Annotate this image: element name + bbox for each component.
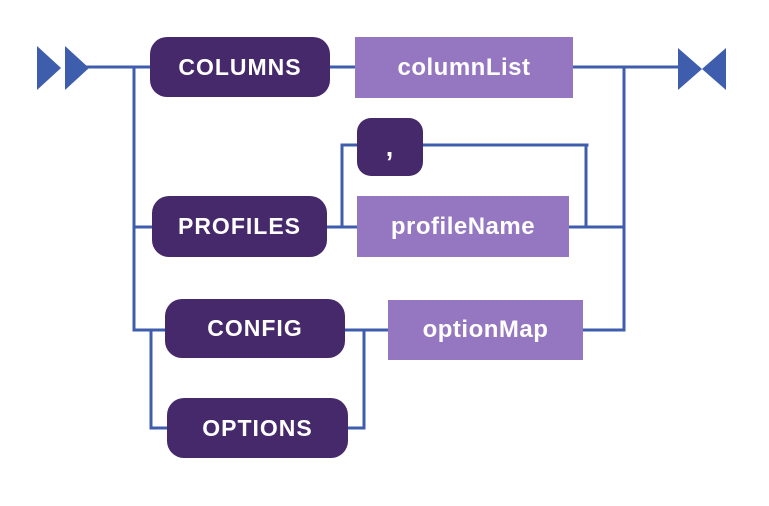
start-icon — [37, 46, 89, 90]
node-profilename-identifier: profileName — [357, 196, 569, 257]
node-columns-keyword: COLUMNS — [150, 37, 330, 97]
node-options-keyword: OPTIONS — [167, 398, 348, 458]
node-comma-separator: , — [357, 118, 423, 176]
node-optionmap-identifier: optionMap — [388, 300, 583, 360]
node-config-keyword: CONFIG — [165, 299, 345, 358]
node-profiles-keyword: PROFILES — [152, 196, 327, 257]
start-triangle-2 — [65, 46, 89, 90]
node-columnlist-identifier: columnList — [355, 37, 573, 98]
start-triangle-1 — [37, 46, 61, 90]
end-triangle-left — [678, 48, 702, 90]
end-triangle-right — [702, 48, 726, 90]
end-icon — [678, 48, 726, 90]
